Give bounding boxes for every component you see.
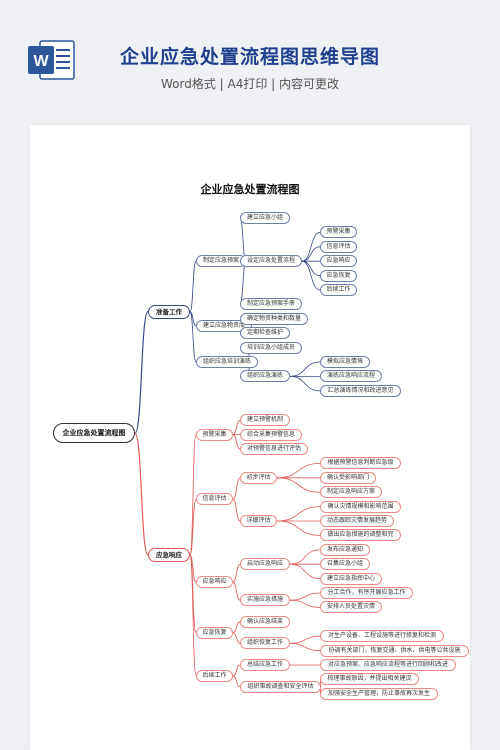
word-doc-icon: W xyxy=(28,40,75,80)
mindmap-connector xyxy=(289,563,321,579)
mindmap-connector xyxy=(189,311,197,363)
mindmap-node: 确认受影响部门 xyxy=(320,471,376,484)
mindmap-node: 总结应急工作 xyxy=(240,659,290,671)
mindmap-node: 根据预警信息判断应急级 xyxy=(320,457,401,470)
mindmap-node: 企业应急处置流程图 xyxy=(53,423,135,444)
mindmap-node: 综合采集预警信息 xyxy=(240,428,302,441)
mindmap-node: 实施应急措施 xyxy=(240,594,290,607)
word-icon-letter: W xyxy=(33,53,49,70)
mindmap-node: 应急响应 xyxy=(320,255,357,268)
mindmap-node: 应急恢复 xyxy=(320,269,357,282)
mindmap-node: 对预警信息进行评估 xyxy=(240,443,308,455)
mindmap-node: 分工合作，有序开展应急工作 xyxy=(320,587,413,599)
mindmap-connector xyxy=(301,260,321,276)
mindmap-node: 加强安全生产管理，防止事故再次发生 xyxy=(320,687,438,700)
mindmap-node: 确认应急结束 xyxy=(240,615,290,628)
mindmap-node: 后续工作 xyxy=(196,669,233,682)
mindmap-node: 发布应急通知 xyxy=(320,543,370,556)
mindmap-connector xyxy=(232,499,241,522)
mindmap-node: 信息评估 xyxy=(196,493,233,506)
mindmap-node: 建立预警机制 xyxy=(240,414,290,427)
mindmap-connector xyxy=(289,643,321,651)
mindmap-node: 对应急预案、应急响应流程等进行回顾和改进 xyxy=(320,659,456,671)
mindmap-connector xyxy=(301,260,321,291)
mindmap-connector xyxy=(232,434,241,450)
mindmap-connector xyxy=(189,554,197,633)
mindmap-node: 动态跟踪灾情发展趋势 xyxy=(320,515,394,527)
mindmap-node: 信息评估 xyxy=(320,240,357,253)
mindmap-node: 协调有关部门，恢复交通、供水、供电等公共设施 xyxy=(320,644,469,657)
mindmap-connector xyxy=(189,554,197,583)
mindmap-connector xyxy=(134,311,149,434)
mindmap-node: 培训应急小组成员 xyxy=(240,341,302,354)
mindmap-title: 企业应急处置流程图 xyxy=(200,183,300,196)
mindmap-connector xyxy=(134,432,149,556)
header: W 企业应急处置流程图思维导图 Word格式 | A4打印 | 内容可更改 xyxy=(0,0,500,110)
mindmap-connector xyxy=(232,581,241,601)
mindmap-node: 组织恢复工作 xyxy=(240,637,290,650)
mindmap-connector xyxy=(232,419,241,435)
mindmap-node: 演练应急响应流程 xyxy=(320,370,382,383)
mindmap-node: 初步评估 xyxy=(240,471,277,484)
mindmap-connector xyxy=(276,506,321,522)
mindmap-node: 安排人员处置灾情 xyxy=(320,601,382,614)
mindmap-node: 确认灾情规模和影响范围 xyxy=(320,500,401,513)
mindmap-node: 制定应急预案手册 xyxy=(240,298,302,311)
mindmap-node: 组织应急培训演练 xyxy=(196,356,258,368)
mindmap-connector xyxy=(301,246,321,262)
mindmap-connector xyxy=(189,554,197,677)
mindmap-node: 建立应急指挥中心 xyxy=(320,572,382,585)
mindmap-node: 后续工作 xyxy=(320,284,357,296)
mindmap-node: 梳理事故原因，并提出相关建议 xyxy=(320,673,419,686)
mindmap-node: 召集应急小组 xyxy=(320,558,370,571)
page-title: 企业应急处置流程图思维导图 xyxy=(119,46,380,68)
mindmap-node: 预警采集 xyxy=(196,428,233,441)
mindmap-node: 模拟应急情境 xyxy=(320,356,370,368)
mindmap-node: 详细评估 xyxy=(240,515,277,527)
mindmap-node: 设定应急处置流程 xyxy=(240,255,302,268)
mindmap-node: 准备工作 xyxy=(148,304,190,319)
mindmap-node: 启动应急响应 xyxy=(240,558,290,571)
mindmap-connector xyxy=(301,232,321,262)
mindmap-node: 建立应急物资库 xyxy=(196,320,252,332)
mindmap-connector xyxy=(289,592,321,601)
mindmap-node: 定期检查维护 xyxy=(240,327,290,340)
mindmap-connector xyxy=(276,477,321,493)
mindmap-node: 做出应急措施的调整和完 xyxy=(320,529,401,542)
mindmap-connector xyxy=(289,599,321,608)
mindmap-connector xyxy=(189,311,197,327)
mindmap-connector xyxy=(189,434,197,556)
mindmap-connector xyxy=(289,549,321,565)
mindmap-node: 汇总演练情况和改进意见 xyxy=(320,384,401,397)
mindmap-node: 组织应急演练 xyxy=(240,370,290,383)
mindmap-node: 对生产设备、工程设施等进行修复和检测 xyxy=(320,630,444,643)
mindmap-node: 制定应急响应方案 xyxy=(320,486,382,499)
mindmap-connector xyxy=(232,563,241,583)
mindmap-node: 应急响应 xyxy=(148,548,190,563)
mindmap-node: 组织事故调查和安全评估 xyxy=(240,680,321,693)
mindmap-connector xyxy=(289,361,321,377)
mindmap-connector xyxy=(189,499,197,556)
mindmap-connector xyxy=(232,675,241,687)
mindmap-connector xyxy=(276,463,321,479)
mindmap-connector xyxy=(232,664,241,677)
page-subtitle: Word格式 | A4打印 | 内容可更改 xyxy=(160,77,340,91)
mindmap-connector xyxy=(189,260,197,312)
mindmap-connector xyxy=(232,621,241,633)
mindmap-node: 应急恢复 xyxy=(196,626,233,639)
mindmap-node: 应急响应 xyxy=(196,576,233,589)
mindmap-node: 制定应急预案 xyxy=(196,255,246,268)
mindmap-connector xyxy=(232,477,241,500)
mindmap-connector xyxy=(289,635,321,644)
mindmap-connector xyxy=(232,632,241,644)
mindmap-connector xyxy=(276,520,321,536)
mindmap-node: 确定物资种类和数量 xyxy=(240,312,308,325)
mindmap-connector xyxy=(289,376,321,392)
mindmap-node: 建立应急小组 xyxy=(240,212,290,224)
mindmap-node: 预警采集 xyxy=(320,226,357,239)
